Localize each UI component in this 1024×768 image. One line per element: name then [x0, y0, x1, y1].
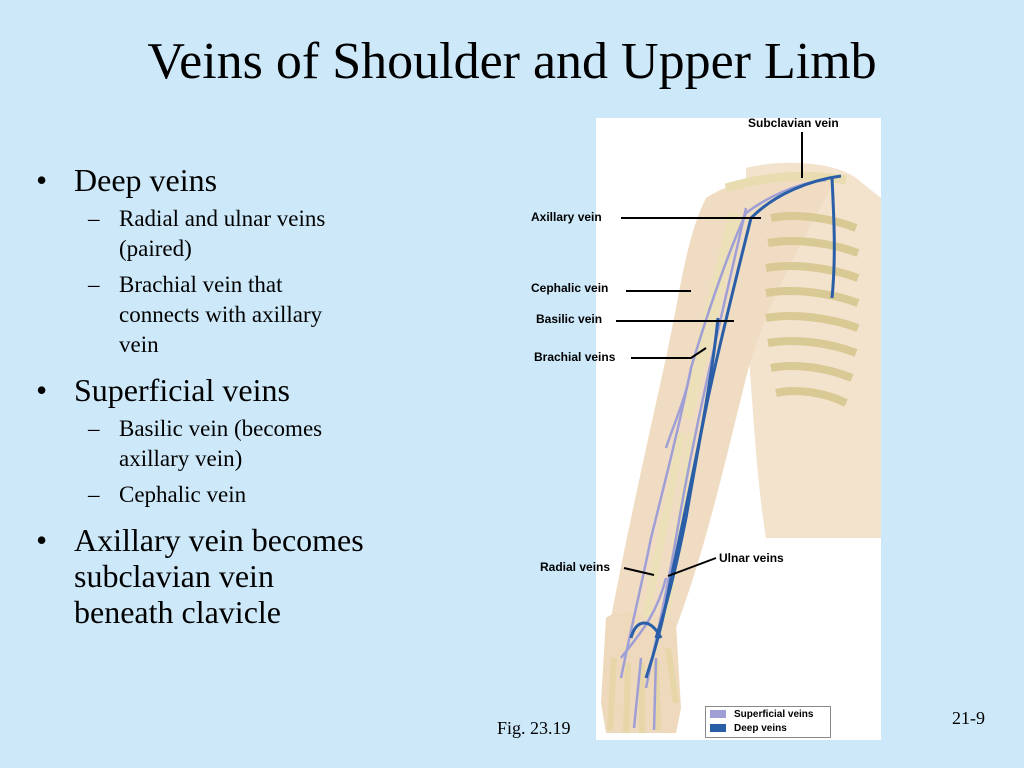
bullet-axillary-vein: Axillary vein becomes subclavian vein be…	[36, 522, 366, 630]
bullet-text: Superficial veins	[74, 372, 290, 408]
legend-label-superficial: Superficial veins	[734, 709, 814, 720]
sub-bullet: Cephalic vein	[74, 480, 366, 510]
legend-label-deep: Deep veins	[734, 723, 787, 734]
sub-bullet: Radial and ulnar veins (paired)	[74, 204, 366, 264]
finger-bones	[607, 647, 679, 734]
rib-cage	[765, 212, 860, 407]
sub-bullet: Brachial vein that connects with axillar…	[74, 270, 366, 360]
humerus	[679, 211, 743, 420]
bullet-deep-veins: Deep veins Radial and ulnar veins (paire…	[36, 162, 366, 360]
legend-swatch-deep	[710, 724, 726, 733]
slide-title: Veins of Shoulder and Upper Limb	[147, 33, 877, 90]
figure-legend: Superficial veins Deep veins	[705, 706, 831, 738]
sub-bullet: Basilic vein (becomes axillary vein)	[74, 414, 366, 474]
arm-vein-illustration	[596, 118, 881, 740]
legend-superficial-row: Superficial veins	[710, 709, 813, 721]
label-axillary-vein: Axillary vein	[531, 210, 602, 224]
bullet-text: Axillary vein becomes subclavian vein be…	[74, 522, 364, 630]
arm-skin	[603, 173, 836, 708]
deep-veins	[629, 174, 842, 679]
bullet-list: Deep veins Radial and ulnar veins (paire…	[36, 162, 366, 642]
label-subclavian-vein: Subclavian vein	[748, 116, 839, 130]
bullet-text: Deep veins	[74, 162, 218, 198]
page-number: 21-9	[952, 708, 985, 728]
sub-bullet-list: Radial and ulnar veins (paired) Brachial…	[74, 204, 366, 360]
label-cephalic-vein: Cephalic vein	[531, 281, 609, 295]
label-radial-veins: Radial veins	[540, 560, 611, 574]
leader-lines	[616, 132, 803, 577]
legend-swatch-superficial	[710, 710, 726, 719]
label-ulnar-veins: Ulnar veins	[719, 551, 784, 565]
radius-bone	[642, 432, 685, 619]
label-basilic-vein: Basilic vein	[536, 312, 603, 326]
legend-deep-row: Deep veins	[710, 723, 787, 735]
sub-bullet-list: Basilic vein (becomes axillary vein) Cep…	[74, 414, 366, 510]
arm-anatomy-drawing	[601, 132, 881, 734]
figure-caption: Fig. 23.19	[497, 718, 571, 738]
bullet-superficial-veins: Superficial veins Basilic vein (becomes …	[36, 372, 366, 510]
label-brachial-veins: Brachial veins	[534, 350, 616, 364]
